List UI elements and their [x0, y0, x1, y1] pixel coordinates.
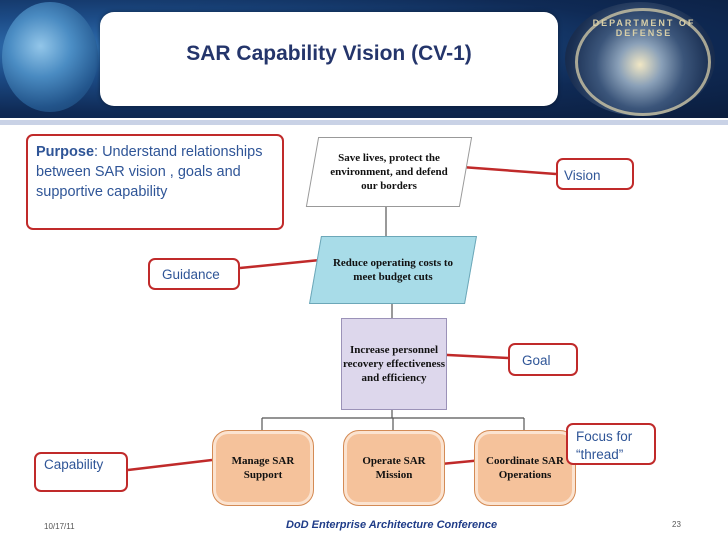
purpose-text: : Understand relationships between SAR v…: [36, 144, 263, 200]
vision-callout: Vision: [556, 158, 634, 190]
seal-ring: [575, 8, 711, 116]
capability-label: Coordinate SAR Operations: [486, 455, 564, 481]
page-number: 23: [672, 520, 681, 529]
footer-conference: DoD Enterprise Architecture Conference: [286, 519, 498, 531]
vision-shape: Save lives, protect the environment, and…: [305, 137, 473, 207]
goal-shape-text: Increase personnel recovery effectivenes…: [342, 344, 446, 384]
globe-image: [2, 2, 98, 112]
capability-manage-sar-support: Manage SAR Support: [212, 430, 314, 506]
capability-callout: Capability: [34, 452, 128, 492]
capability-operate-sar-mission: Operate SAR Mission: [343, 430, 445, 506]
capability-label: Operate SAR Mission: [362, 455, 426, 481]
seal-text: DEPARTMENT OF DEFENSE: [592, 18, 696, 38]
vision-shape-text: Save lives, protect the environment, and…: [330, 152, 448, 192]
capability-coordinate-sar-operations: Coordinate SAR Operations: [474, 430, 576, 506]
guidance-shape-text: Reduce operating costs to meet budget cu…: [332, 257, 454, 283]
footer-date: 10/17/11: [44, 522, 75, 531]
guidance-shape: Reduce operating costs to meet budget cu…: [309, 236, 477, 304]
purpose-label: Purpose: [36, 144, 95, 160]
capability-label: Manage SAR Support: [231, 455, 295, 481]
goal-callout: Goal: [508, 343, 578, 376]
focus-callout: Focus for “thread”: [566, 423, 656, 465]
page-title: SAR Capability Vision (CV-1): [186, 42, 472, 65]
pointer-capability: [127, 458, 213, 472]
header-divider: [0, 120, 728, 125]
goal-shape: Increase personnel recovery effectivenes…: [341, 318, 447, 410]
guidance-callout: Guidance: [148, 258, 240, 290]
purpose-callout: Purpose: Understand relationships betwee…: [26, 134, 284, 230]
title-box: [100, 12, 558, 106]
